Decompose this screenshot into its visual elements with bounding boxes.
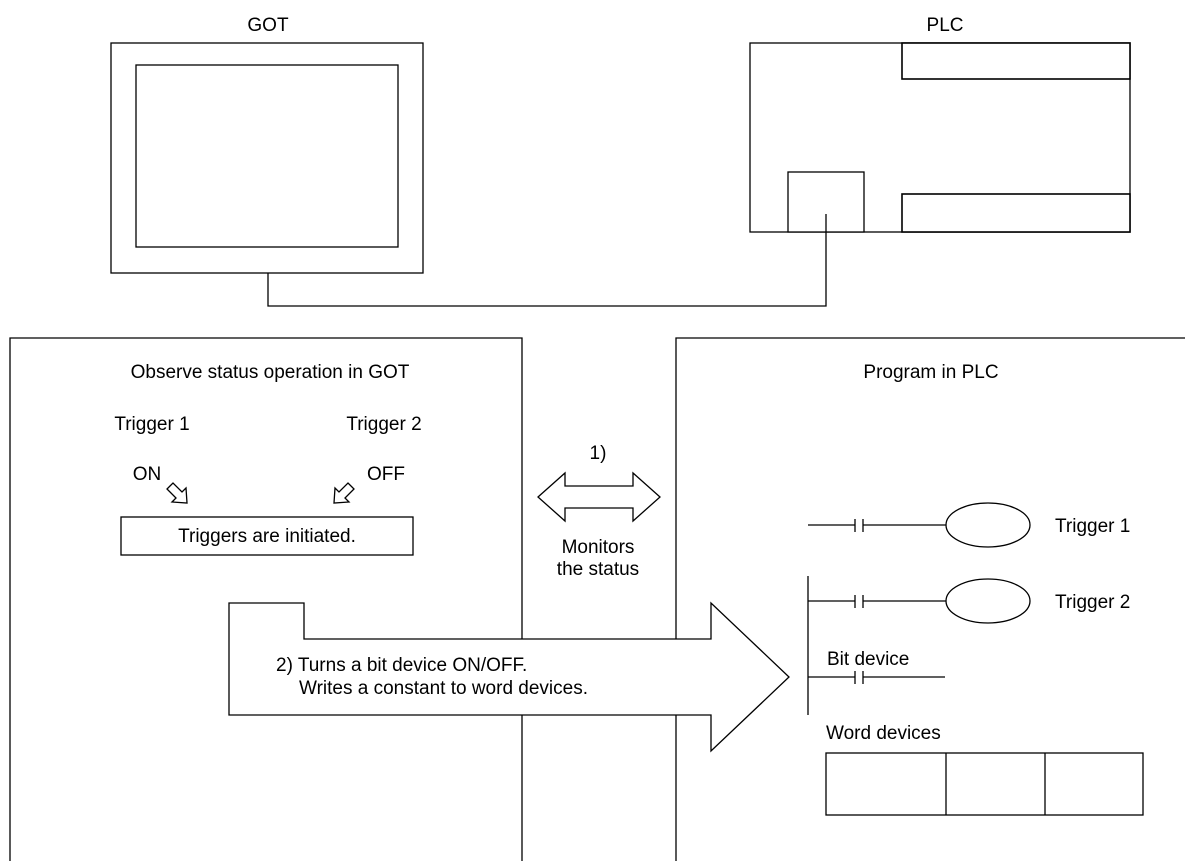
triggers-initiated-box (120, 516, 414, 556)
arrow-down-right-icon (166, 482, 188, 504)
coil1-label: Trigger 1 (1055, 516, 1130, 537)
ladder-rung-trigger1 (808, 502, 1031, 548)
plc-device (749, 42, 1131, 233)
got-device-label: GOT (247, 15, 289, 36)
got-panel (9, 337, 523, 861)
plc-device-label: PLC (927, 15, 964, 36)
action-arrow (228, 601, 790, 753)
ladder-rung-trigger2 (808, 578, 1031, 624)
trigger2-state: OFF (367, 464, 405, 485)
action-text-line2: Writes a constant to word devices. (299, 678, 588, 699)
double-arrow-icon (537, 471, 661, 523)
trigger1-label: Trigger 1 (114, 414, 189, 435)
plc-port (787, 171, 865, 233)
trigger2-label: Trigger 2 (346, 414, 421, 435)
trigger1-state: ON (133, 464, 162, 485)
coil-trigger2-icon (945, 578, 1031, 624)
plc-panel-title: Program in PLC (863, 362, 998, 383)
plc-module-top (901, 42, 1131, 80)
monitor-text-line2: the status (557, 559, 639, 580)
word-devices-label: Word devices (826, 723, 941, 744)
action-text-line1: 2) Turns a bit device ON/OFF. (276, 655, 527, 676)
monitor-step-label: 1) (590, 443, 607, 464)
word-devices-frame (825, 752, 1144, 816)
coil-trigger1-icon (945, 502, 1031, 548)
got-device (110, 42, 424, 274)
bit-device-label: Bit device (827, 649, 909, 670)
got-screen (135, 64, 399, 248)
coil2-label: Trigger 2 (1055, 592, 1130, 613)
arrow-down-left-icon (333, 482, 355, 504)
got-panel-title: Observe status operation in GOT (131, 362, 410, 383)
triggers-initiated-text: Triggers are initiated. (178, 526, 356, 547)
word-devices-table (825, 752, 1144, 816)
connection-cable (267, 214, 827, 307)
monitor-text-line1: Monitors (562, 537, 635, 558)
ladder-rung-bit-device (808, 671, 945, 684)
plc-module-bottom (901, 193, 1131, 233)
ladder-diagram: Trigger 1 Trigger 2 Bit device (807, 502, 1130, 715)
